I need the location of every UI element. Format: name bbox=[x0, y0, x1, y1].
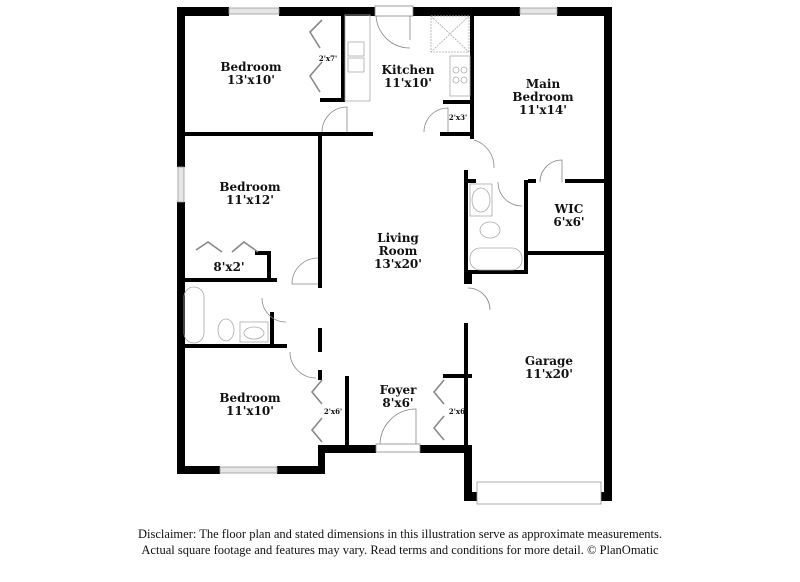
room-name-line2: Room bbox=[378, 244, 418, 258]
room-dimensions: 11'x12' bbox=[226, 193, 274, 207]
interior-walls bbox=[177, 15, 610, 448]
pantry-label: 2'x3' bbox=[448, 113, 468, 122]
room-dimensions: 13'x10' bbox=[227, 73, 275, 87]
disclaimer-line1: Disclaimer: The floor plan and stated di… bbox=[138, 527, 662, 541]
room-dimensions: 11'x20' bbox=[525, 367, 573, 381]
room-name-line1: Main bbox=[525, 77, 561, 91]
room-name-line2: Bedroom bbox=[512, 90, 574, 104]
room-name: WIC bbox=[554, 202, 584, 216]
floor-plan bbox=[177, 5, 612, 505]
room-name-line1: Living bbox=[377, 231, 419, 245]
room-name: Foyer bbox=[379, 383, 417, 397]
room-name: Bedroom bbox=[220, 60, 282, 74]
room-dimensions: 13'x20' bbox=[374, 257, 422, 271]
room-living-room: Living Room 13'x20' bbox=[374, 232, 422, 271]
room-name: Bedroom bbox=[219, 180, 281, 194]
room-main-bedroom: Main Bedroom 11'x14' bbox=[512, 78, 573, 117]
closet-nw-label: 2'x7' bbox=[318, 54, 338, 63]
room-kitchen: Kitchen 11'x10' bbox=[382, 64, 435, 90]
closet-w-label: 8'x2' bbox=[213, 260, 245, 274]
door-swings bbox=[261, 5, 563, 453]
room-foyer: Foyer 8'x6' bbox=[380, 384, 417, 410]
room-name: Kitchen bbox=[381, 63, 435, 77]
room-dimensions: 11'x14' bbox=[519, 103, 567, 117]
windows bbox=[177, 7, 602, 505]
room-dimensions: 11'x10' bbox=[384, 76, 432, 90]
disclaimer: Disclaimer: The floor plan and stated di… bbox=[0, 526, 800, 558]
room-name: Garage bbox=[524, 354, 574, 368]
room-bedroom-w: Bedroom 11'x12' bbox=[219, 181, 280, 207]
closet-doors bbox=[195, 19, 445, 443]
room-garage: Garage 11'x20' bbox=[525, 355, 573, 381]
room-dimensions: 8'x6' bbox=[382, 396, 414, 410]
room-wic: WIC 6'x6' bbox=[553, 203, 584, 229]
room-dimensions: 6'x6' bbox=[553, 215, 585, 229]
room-bedroom-nw: Bedroom 13'x10' bbox=[220, 61, 281, 87]
disclaimer-line2: Actual square footage and features may v… bbox=[141, 543, 659, 557]
closet-foyer-label: 2'x6' bbox=[448, 407, 468, 416]
fixtures bbox=[183, 14, 523, 344]
room-bedroom-sw: Bedroom 11'x10' bbox=[219, 392, 280, 418]
room-name: Bedroom bbox=[219, 391, 281, 405]
room-dimensions: 11'x10' bbox=[226, 404, 274, 418]
closet-sw-label: 2'x6' bbox=[323, 407, 343, 416]
